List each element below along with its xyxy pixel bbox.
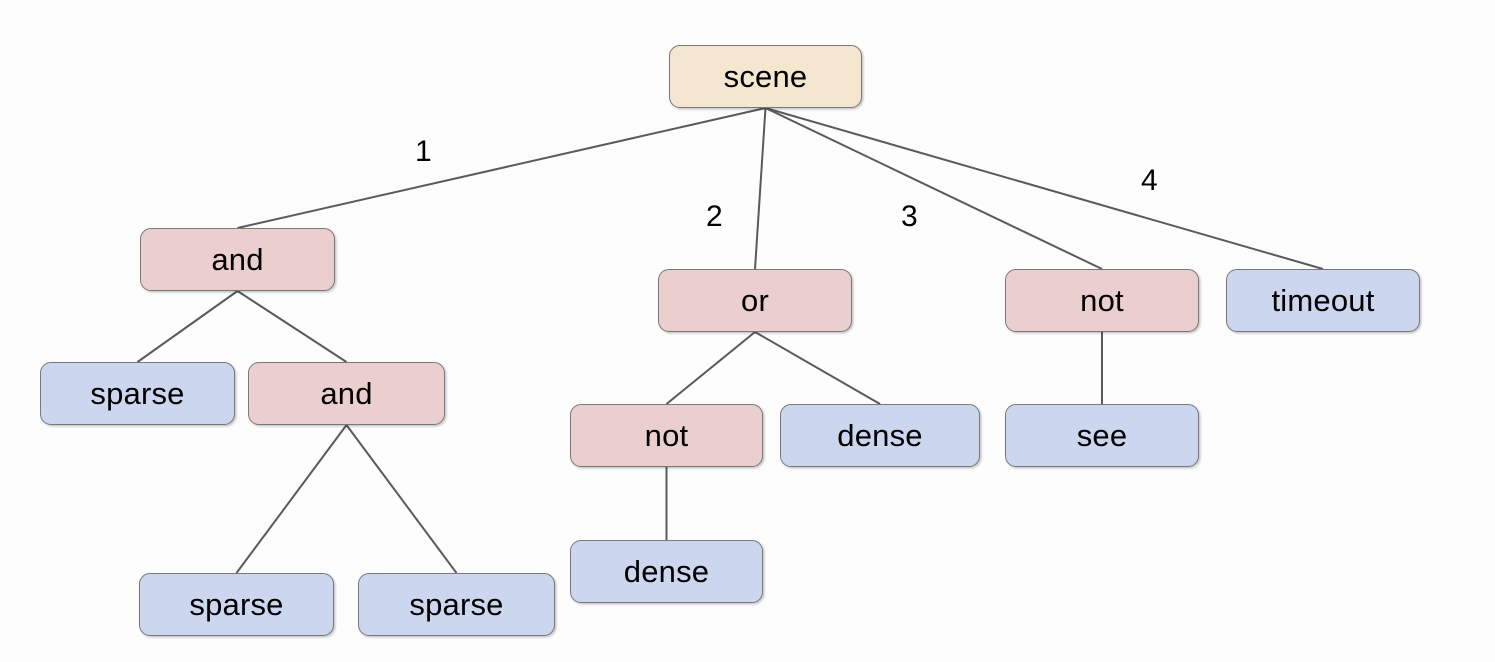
node-label: see [1076, 418, 1128, 453]
node-see1[interactable]: see [1005, 404, 1199, 467]
edge-scene-timeout1 [765, 107, 1324, 270]
edge-or1-dense1 [754, 331, 881, 405]
node-dense2[interactable]: dense [570, 540, 763, 603]
node-label: and [320, 376, 373, 411]
node-not1[interactable]: not [1005, 269, 1199, 332]
edge-and2-sparse3 [345, 424, 458, 574]
node-sparse1[interactable]: sparse [40, 362, 235, 425]
node-label: not [644, 418, 689, 453]
edge-and2-sparse2 [235, 424, 348, 574]
edge-label-1: 1 [415, 135, 432, 168]
node-or1[interactable]: or [658, 269, 852, 332]
node-and1[interactable]: and [140, 228, 335, 291]
node-label: sparse [90, 376, 185, 411]
node-timeout1[interactable]: timeout [1226, 269, 1420, 332]
node-dense1[interactable]: dense [780, 404, 980, 467]
edge-and1-sparse1 [136, 290, 239, 363]
edge-scene-and1 [237, 107, 766, 229]
edge-label-4: 4 [1141, 164, 1158, 197]
node-label: sparse [189, 587, 284, 622]
node-label: dense [623, 554, 710, 589]
node-label: timeout [1271, 283, 1375, 318]
edge-label-2: 2 [706, 200, 723, 233]
node-label: sparse [409, 587, 504, 622]
node-sparse2[interactable]: sparse [139, 573, 334, 636]
edge-label-3: 3 [901, 200, 918, 233]
node-not2[interactable]: not [570, 404, 763, 467]
node-label: or [741, 283, 769, 318]
node-scene[interactable]: scene [669, 45, 862, 108]
node-label: not [1080, 283, 1124, 318]
edge-and1-and2 [236, 290, 348, 363]
node-and2[interactable]: and [248, 362, 445, 425]
node-sparse3[interactable]: sparse [358, 573, 555, 636]
edge-scene-not1 [765, 107, 1103, 270]
node-label: and [211, 242, 264, 277]
node-label: scene [723, 59, 808, 94]
edge-or1-not2 [665, 331, 756, 405]
edge-scene-or1 [754, 107, 767, 270]
node-label: dense [837, 418, 923, 453]
